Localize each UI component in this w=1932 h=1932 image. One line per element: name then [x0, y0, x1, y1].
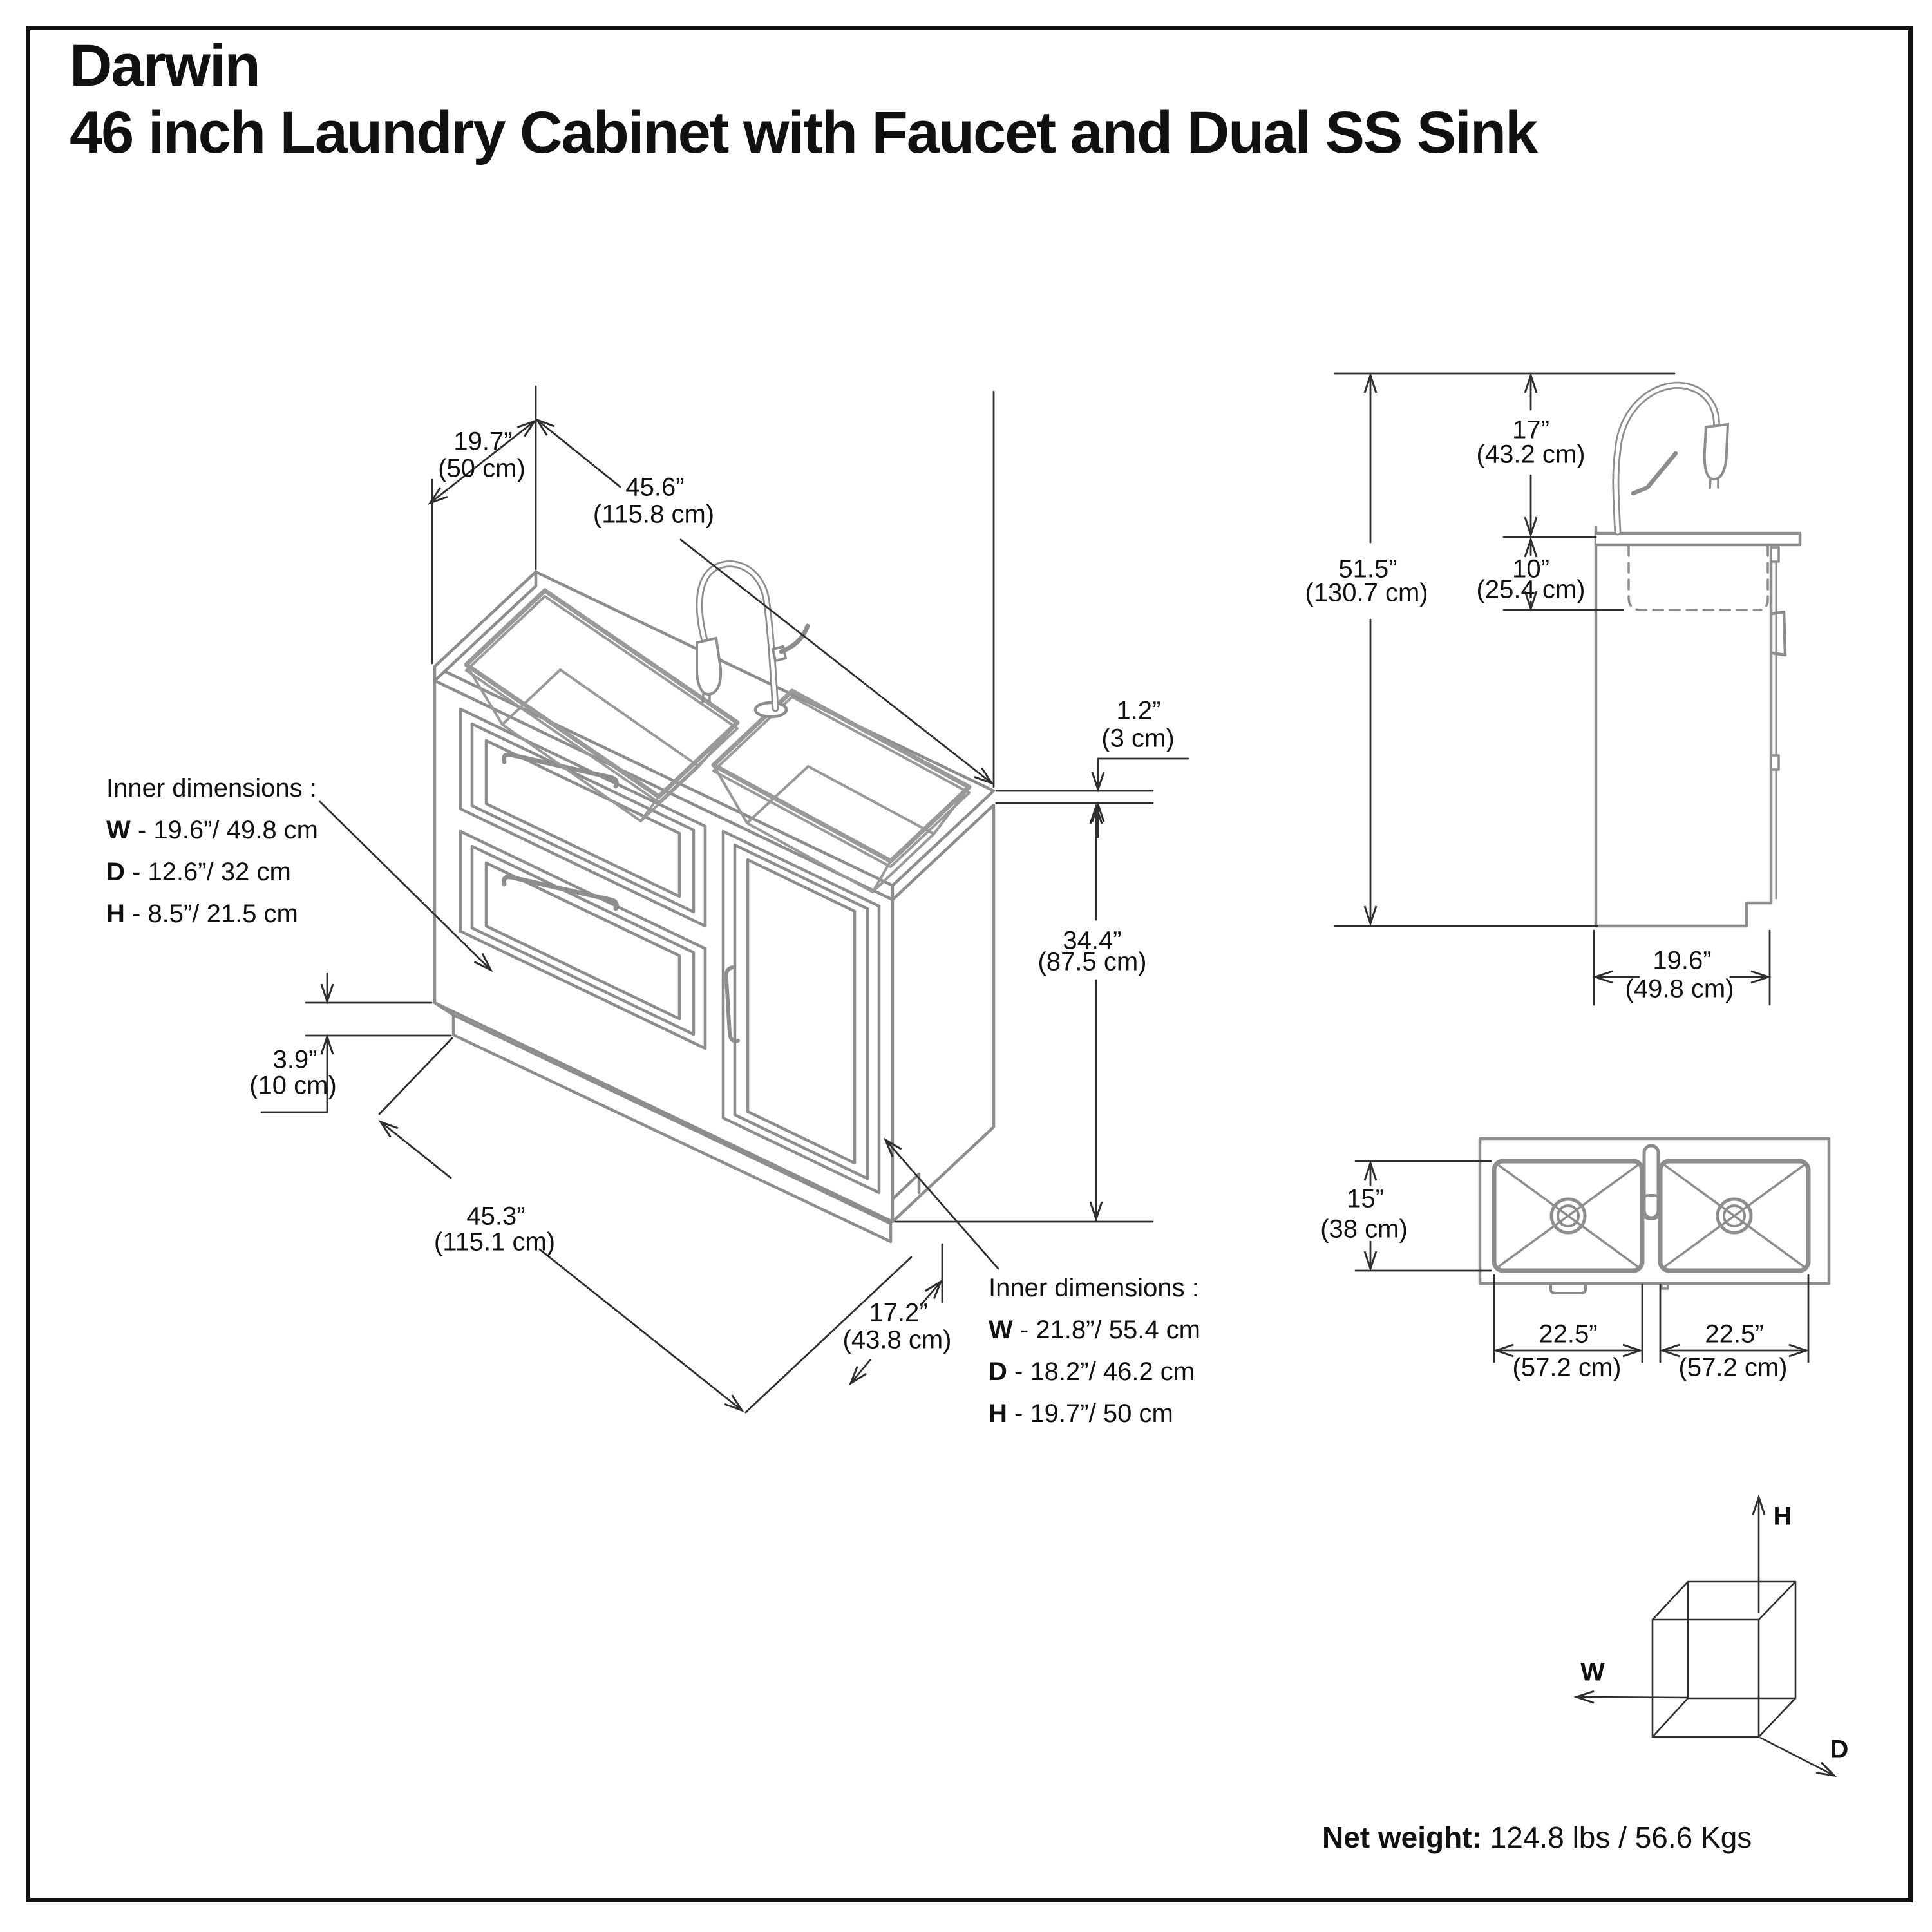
dim-toe-in: 3.9”: [272, 1045, 317, 1074]
page-title: Darwin 46 inch Laundry Cabinet with Fauc…: [70, 32, 1538, 166]
leader-inner-left: [319, 800, 493, 972]
dim-width-bottom-in: 45.3”: [466, 1202, 526, 1231]
dim-basin-right-in: 22.5”: [1705, 1320, 1764, 1349]
dim-width-bottom-cm: (115.1 cm): [433, 1227, 556, 1256]
dim-base-depth-in: 17.2”: [869, 1298, 928, 1327]
side-view-faucet: [1612, 381, 1730, 536]
dim-toe-cm: (10 cm): [249, 1071, 337, 1100]
dim-width-top-in: 45.6”: [625, 473, 685, 502]
dimension-lines: [260, 372, 1810, 1412]
dim-total-height-cm: (130.7 cm): [1305, 578, 1428, 607]
inner-right-w-value: - 21.8”/ 55.4 cm: [1012, 1316, 1200, 1344]
title-line2: 46 inch Laundry Cabinet with Faucet and …: [70, 100, 1538, 166]
page-border: [26, 26, 1913, 1902]
inner-right-row-d: D - 18.2”/ 46.2 cm: [989, 1351, 1200, 1393]
inner-left-d-key: D: [106, 858, 125, 886]
dim-basin-left-in: 22.5”: [1539, 1320, 1598, 1349]
inner-left-row-w: W - 19.6”/ 49.8 cm: [106, 810, 318, 851]
inner-right-h-key: H: [989, 1399, 1007, 1428]
iso-faucet: [696, 560, 810, 719]
dim-width-top-cm: (115.8 cm): [592, 500, 715, 529]
inner-right-row-w: W - 21.8”/ 55.4 cm: [989, 1309, 1200, 1351]
dim-height-in: 34.4”: [1063, 926, 1122, 955]
inner-right-w-key: W: [989, 1316, 1013, 1344]
dim-depth-top-cm: (50 cm): [438, 454, 526, 483]
dim-sink-depth-cm: (25.4 cm): [1476, 575, 1586, 604]
axis-label-d: D: [1830, 1735, 1849, 1764]
inner-right-row-h: H - 19.7”/ 50 cm: [989, 1393, 1200, 1435]
dim-total-height-in: 51.5”: [1338, 554, 1397, 583]
dim-faucet-height-cm: (43.2 cm): [1476, 440, 1586, 469]
leader-inner-right: [883, 1137, 999, 1270]
iso-sink-basins: [464, 588, 972, 893]
dim-height-cm: (87.5 cm): [1037, 947, 1147, 976]
title-line1: Darwin: [70, 33, 261, 99]
dim-thickness-cm: (3 cm): [1101, 724, 1175, 753]
inner-left-heading: Inner dimensions :: [106, 774, 317, 802]
inner-left-d-value: - 12.6”/ 32 cm: [124, 858, 291, 886]
side-view-drawing: [1594, 525, 1802, 928]
dim-basin-fb-cm: (38 cm): [1320, 1215, 1408, 1244]
inner-dimensions-right: Inner dimensions : W - 21.8”/ 55.4 cm D …: [989, 1267, 1200, 1435]
axis-label-w: W: [1580, 1658, 1605, 1687]
inner-right-d-key: D: [989, 1358, 1007, 1386]
axis-cube: [1573, 1494, 1837, 1777]
inner-right-h-value: - 19.7”/ 50 cm: [1007, 1399, 1173, 1428]
top-view-drawing: [1478, 1137, 1831, 1294]
dim-thickness-in: 1.2”: [1116, 696, 1161, 725]
axis-label-h: H: [1773, 1502, 1792, 1531]
inner-left-h-value: - 8.5”/ 21.5 cm: [124, 900, 298, 928]
inner-right-heading: Inner dimensions :: [989, 1274, 1199, 1302]
dim-faucet-height-in: 17”: [1512, 415, 1549, 444]
inner-left-h-key: H: [106, 900, 125, 928]
inner-left-row-d: D - 12.6”/ 32 cm: [106, 851, 318, 893]
dim-basin-fb-in: 15”: [1347, 1184, 1384, 1213]
dim-depth-top-in: 19.7”: [453, 427, 513, 456]
inner-dimensions-left: Inner dimensions : W - 19.6”/ 49.8 cm D …: [106, 768, 318, 935]
dim-basin-left-cm: (57.2 cm): [1512, 1353, 1622, 1382]
inner-left-row-h: H - 8.5”/ 21.5 cm: [106, 893, 318, 935]
dim-side-depth-cm: (49.8 cm): [1625, 974, 1734, 1003]
net-weight-label: Net weight:: [1322, 1821, 1482, 1854]
dim-basin-right-cm: (57.2 cm): [1678, 1353, 1788, 1382]
inner-left-w-key: W: [106, 816, 131, 844]
net-weight: Net weight: 124.8 lbs / 56.6 Kgs: [1322, 1820, 1752, 1855]
net-weight-value: 124.8 lbs / 56.6 Kgs: [1481, 1821, 1752, 1854]
dim-sink-depth-in: 10”: [1512, 554, 1549, 583]
inner-right-d-value: - 18.2”/ 46.2 cm: [1007, 1358, 1195, 1386]
inner-left-w-value: - 19.6”/ 49.8 cm: [130, 816, 318, 844]
dim-side-depth-in: 19.6”: [1653, 946, 1712, 975]
dim-base-depth-cm: (43.8 cm): [842, 1325, 952, 1354]
